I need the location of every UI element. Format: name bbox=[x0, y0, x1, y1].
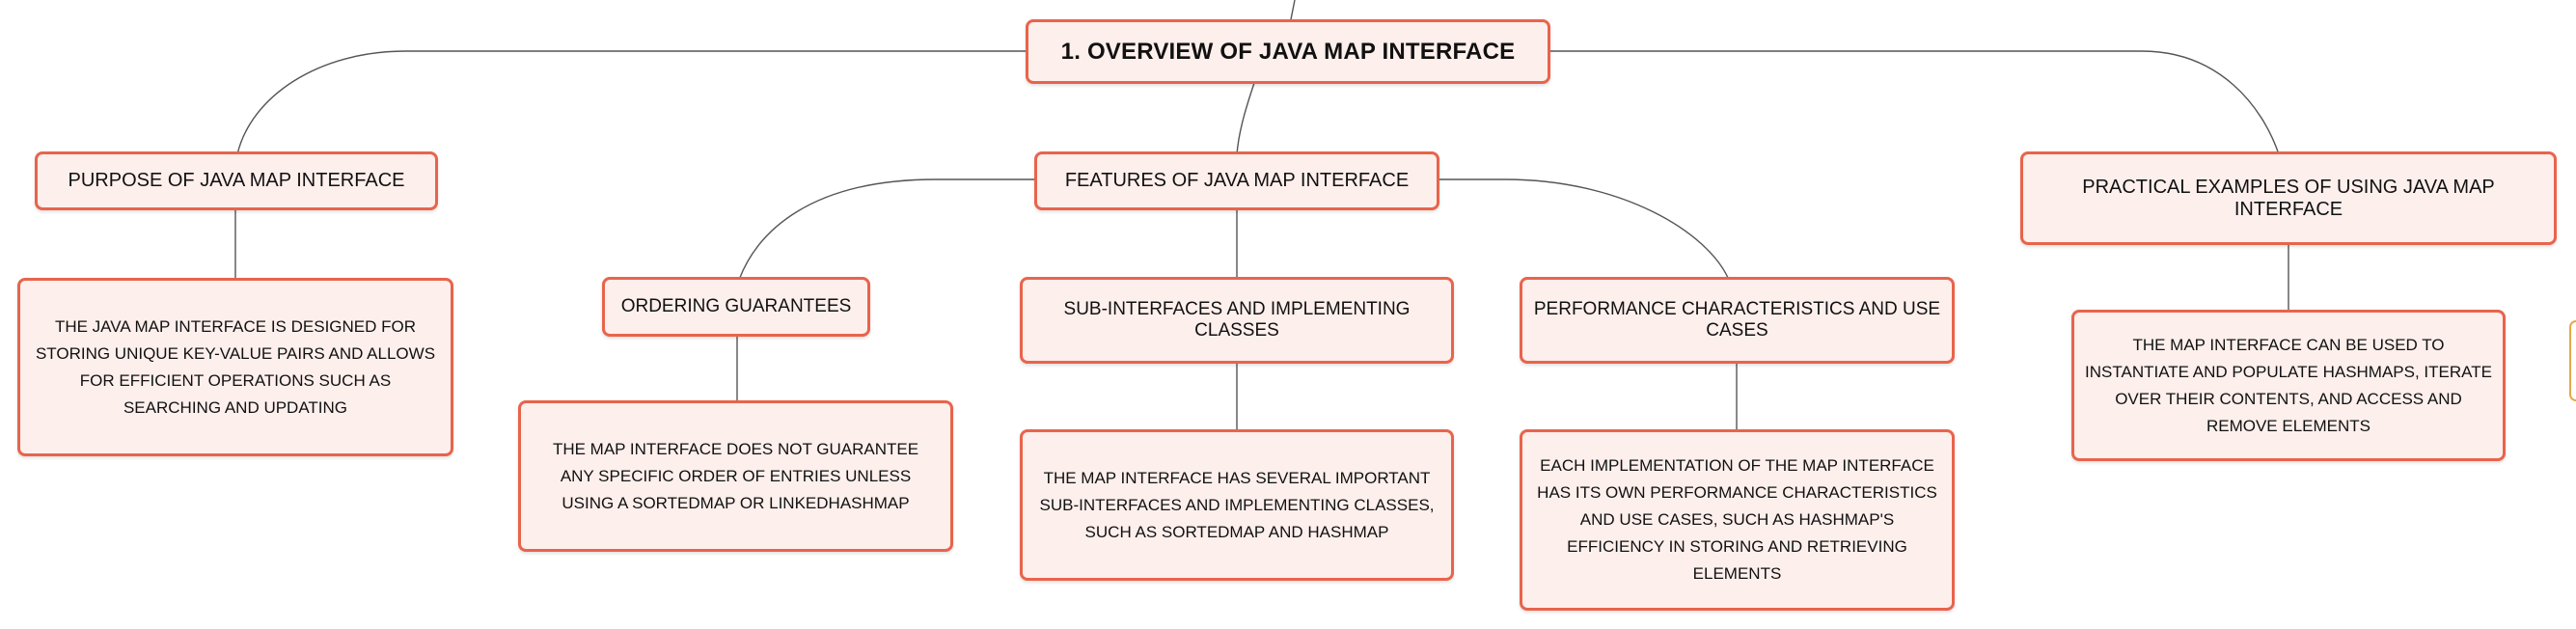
detail-practical[interactable]: THE MAP INTERFACE CAN BE USED TO INSTANT… bbox=[2071, 310, 2506, 461]
subtopic-ordering-label: ORDERING GUARANTEES bbox=[620, 296, 852, 316]
subtopic-performance-label: PERFORMANCE CHARACTERISTICS AND USE CASE… bbox=[1533, 299, 1941, 341]
connector-root-parent bbox=[1290, 0, 1296, 20]
detail-ordering[interactable]: THE MAP INTERFACE DOES NOT GUARANTEE ANY… bbox=[518, 400, 953, 552]
subtopic-subinterfaces-label: SUB-INTERFACES AND IMPLEMENTING CLASSES bbox=[1063, 299, 1411, 341]
detail-subinterfaces[interactable]: THE MAP INTERFACE HAS SEVERAL IMPORTANT … bbox=[1020, 429, 1454, 581]
root-node[interactable]: 1. OVERVIEW OF JAVA MAP INTERFACE bbox=[1026, 19, 1550, 84]
detail-ordering-text: THE MAP INTERFACE DOES NOT GUARANTEE ANY… bbox=[552, 439, 919, 512]
root-label: 1. OVERVIEW OF JAVA MAP INTERFACE bbox=[1060, 38, 1516, 65]
topic-purpose[interactable]: PURPOSE OF JAVA MAP INTERFACE bbox=[35, 151, 438, 210]
connector-root-purpose bbox=[236, 50, 1028, 155]
detail-performance-text: EACH IMPLEMENTATION OF THE MAP INTERFACE… bbox=[1537, 456, 1937, 583]
connector-features-ordering bbox=[738, 178, 1037, 281]
subtopic-performance[interactable]: PERFORMANCE CHARACTERISTICS AND USE CASE… bbox=[1520, 277, 1955, 364]
detail-purpose-text: THE JAVA MAP INTERFACE IS DESIGNED FOR S… bbox=[35, 316, 436, 417]
offscreen-node-edge bbox=[2569, 320, 2576, 401]
topic-features-label: FEATURES OF JAVA MAP INTERFACE bbox=[1064, 170, 1410, 191]
detail-performance[interactable]: EACH IMPLEMENTATION OF THE MAP INTERFACE… bbox=[1520, 429, 1955, 611]
topic-purpose-label: PURPOSE OF JAVA MAP INTERFACE bbox=[68, 170, 405, 191]
detail-practical-text: THE MAP INTERFACE CAN BE USED TO INSTANT… bbox=[2085, 335, 2492, 435]
subtopic-subinterfaces[interactable]: SUB-INTERFACES AND IMPLEMENTING CLASSES bbox=[1020, 277, 1454, 364]
subtopic-ordering[interactable]: ORDERING GUARANTEES bbox=[602, 277, 870, 337]
topic-practical[interactable]: PRACTICAL EXAMPLES OF USING JAVA MAP INT… bbox=[2020, 151, 2557, 245]
detail-purpose[interactable]: THE JAVA MAP INTERFACE IS DESIGNED FOR S… bbox=[17, 278, 453, 456]
connector-features-performance bbox=[1437, 178, 1730, 281]
connector-root-features bbox=[1236, 82, 1255, 155]
topic-practical-label: PRACTICAL EXAMPLES OF USING JAVA MAP INT… bbox=[2082, 176, 2495, 220]
detail-subinterfaces-text: THE MAP INTERFACE HAS SEVERAL IMPORTANT … bbox=[1039, 468, 1435, 541]
topic-features[interactable]: FEATURES OF JAVA MAP INTERFACE bbox=[1034, 151, 1439, 210]
connector-root-practical bbox=[1548, 50, 2280, 155]
